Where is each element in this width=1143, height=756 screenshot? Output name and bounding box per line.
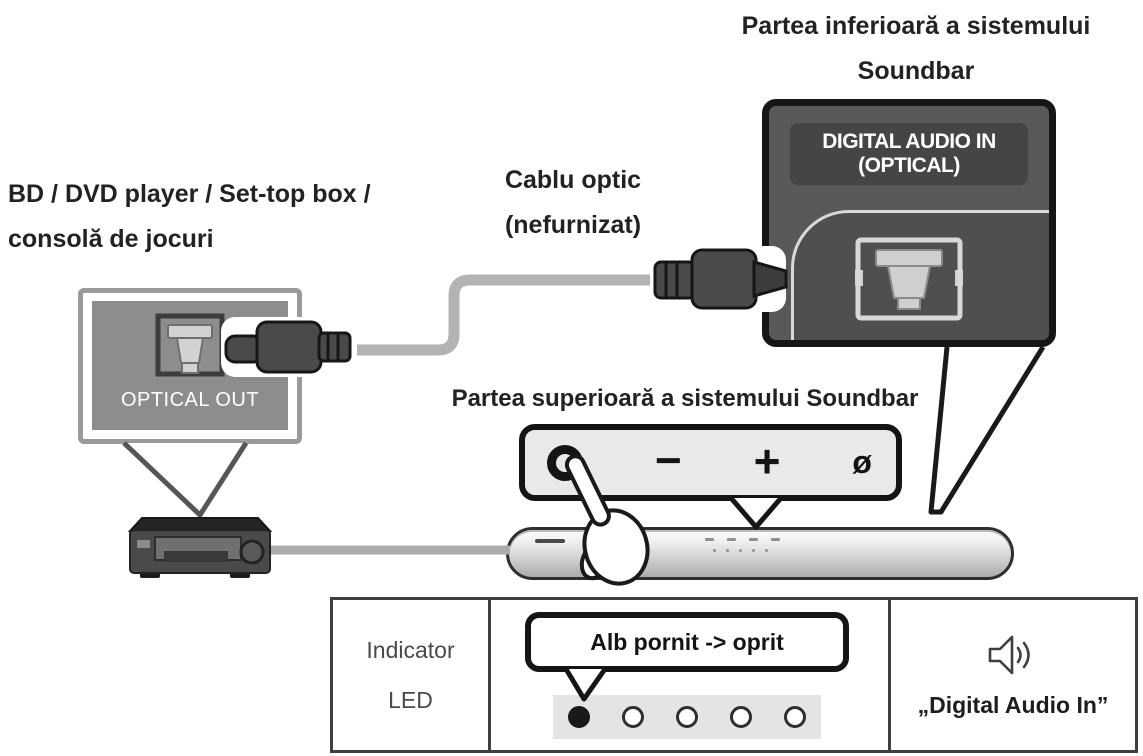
status-table: Indicator LED Alb pornit -> oprit „Digit…: [330, 597, 1138, 753]
digital-audio-in-nameplate: DIGITAL AUDIO IN (OPTICAL): [790, 123, 1028, 185]
soundbar-port-mark: [535, 539, 565, 543]
label-source-device-line1: BD / DVD player / Set-top box /: [8, 180, 371, 208]
soundbar-top-leds: [713, 549, 768, 552]
label-source-device-line2: consolă de jocuri: [8, 225, 214, 253]
label-soundbar-top: Partea superioară a sistemului Soundbar: [451, 385, 919, 412]
dvd-player: [127, 517, 273, 578]
led-indicator-off: [676, 706, 698, 728]
volume-plus-button: +: [753, 434, 781, 487]
optical-out-port-icon: [155, 313, 225, 377]
speaker-icon: [988, 635, 1030, 674]
soundbar-top-buttons: [705, 538, 780, 541]
multifunction-button-icon: [547, 444, 583, 481]
indicator-label-line1: Indicator: [366, 637, 455, 663]
soundbar-control-panel: − + ø: [519, 424, 902, 501]
mic-off-button: ø: [852, 444, 872, 480]
source-mode-label: „Digital Audio In”: [917, 691, 1109, 718]
label-optical-cable: Cablu optic (nefurnizat): [448, 158, 698, 248]
digital-audio-in-panel: DIGITAL AUDIO IN (OPTICAL): [762, 99, 1056, 347]
label-optical-cable-line2: (nefurnizat): [504, 211, 642, 239]
led-strip: [553, 695, 821, 739]
optical-out-label: OPTICAL OUT: [120, 389, 260, 411]
callout-pointer-optical-out: [122, 441, 249, 518]
digital-audio-in-label-line2: (OPTICAL): [858, 154, 960, 177]
led-indicator-off: [622, 706, 644, 728]
led-indicator-off: [784, 706, 806, 728]
led-indicator-on: [568, 706, 590, 728]
label-optical-cable-line1: Cablu optic: [504, 166, 642, 194]
callout-funnel-digital-audio-in: [928, 345, 1046, 515]
callout-pointer-control-panel: [729, 496, 783, 530]
optical-cable: [310, 274, 660, 356]
indicator-label-line2: LED: [388, 687, 433, 713]
label-soundbar-bottom-line1: Partea inferioară a sistemului: [741, 12, 1091, 40]
optical-in-port-icon: [854, 236, 964, 333]
soundbar: [506, 527, 1014, 580]
label-soundbar-bottom: Partea inferioară a sistemului Soundbar: [690, 4, 1142, 94]
table-cell-led-state: Alb pornit -> oprit: [491, 600, 891, 750]
label-source-device: BD / DVD player / Set-top box / consolă …: [8, 172, 428, 262]
volume-minus-button: −: [654, 433, 682, 486]
table-cell-source-mode: „Digital Audio In”: [891, 600, 1135, 750]
optical-out-recess: OPTICAL OUT: [92, 301, 288, 430]
table-cell-indicator-led: Indicator LED: [333, 600, 491, 750]
led-state-callout: Alb pornit -> oprit: [525, 612, 849, 672]
label-soundbar-bottom-line2: Soundbar: [857, 57, 975, 85]
optical-out-panel: OPTICAL OUT: [78, 288, 302, 444]
led-indicator-off: [730, 706, 752, 728]
digital-audio-in-label-line1: DIGITAL AUDIO IN: [822, 130, 996, 153]
